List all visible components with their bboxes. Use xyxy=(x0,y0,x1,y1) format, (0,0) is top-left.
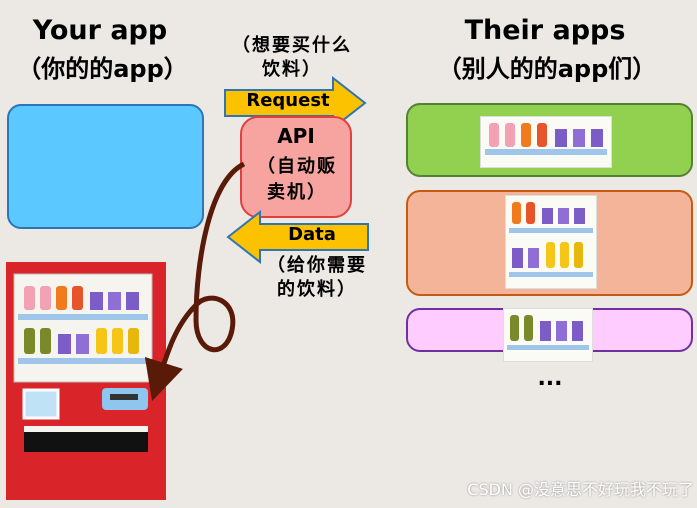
drink-shelf-image-2 xyxy=(505,195,597,289)
data-label: Data xyxy=(288,224,336,245)
your-app-subtitle: （你的的app） xyxy=(17,55,188,83)
api-description: （自动贩卖机） xyxy=(257,156,337,203)
drink-shelf-image-3 xyxy=(503,308,593,362)
their-apps-title: Their apps xyxy=(464,15,626,46)
drink-shelf-image-1 xyxy=(480,116,612,168)
request-note: （想要买什么饮料） xyxy=(232,35,352,80)
request-label: Request xyxy=(246,90,330,111)
vending-machine-illustration xyxy=(6,262,166,500)
api-label: API xyxy=(277,124,315,148)
your-app-box xyxy=(7,104,204,229)
request-arrow xyxy=(223,75,368,131)
more-apps-ellipsis: ... xyxy=(537,366,563,391)
api-box xyxy=(240,116,352,218)
their-apps-subtitle: （别人的的app们） xyxy=(437,55,657,83)
watermark-text: CSDN @没意思不好玩我不玩了 xyxy=(467,480,694,499)
data-note: （给你需要的饮料） xyxy=(267,255,367,300)
your-app-title: Your app xyxy=(32,15,168,46)
